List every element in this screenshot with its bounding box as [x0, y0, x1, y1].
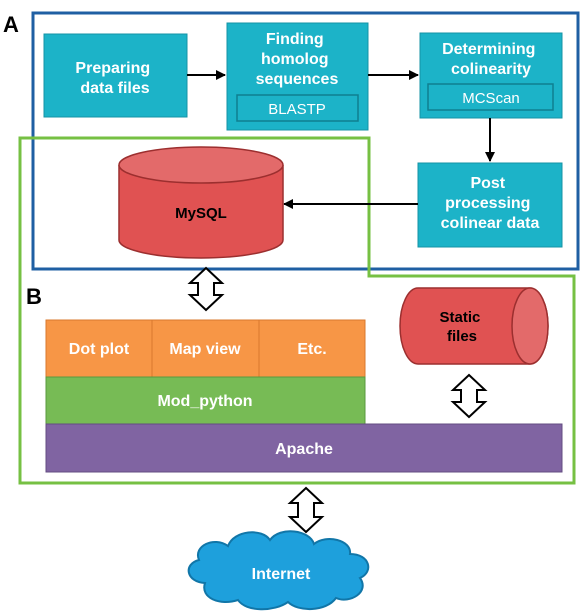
panel-b-border	[18, 136, 576, 485]
post-processing-box: Post processing colinear data	[417, 162, 563, 248]
mcscan-label: MCScan	[462, 90, 520, 107]
double-arrow-static-apache-icon	[450, 373, 488, 419]
apache-box: Apache	[45, 423, 563, 473]
dot-plot-box: Dot plot	[45, 319, 153, 378]
svg-text:Finding homolog se: Finding homolog sequences	[256, 31, 339, 88]
mcscan-box	[427, 83, 554, 111]
determining-line-1: Determining	[442, 41, 535, 58]
mysql-label: MySQL	[175, 205, 227, 222]
post-line-3: colinear data	[441, 215, 540, 232]
mod-python-box: Mod_python	[45, 376, 366, 425]
double-arrow-db-web-icon	[187, 266, 225, 312]
static-files-line-2: files	[447, 328, 477, 345]
svg-text:Preparing data files: Preparing data files	[75, 60, 154, 97]
double-arrow-web-internet-icon	[287, 486, 325, 534]
static-files-icon: Static files	[399, 287, 549, 365]
post-line-1: Post	[470, 175, 505, 192]
apache-label: Apache	[275, 441, 333, 458]
svg-text:Static files: Static files	[439, 309, 484, 345]
static-files-line-1: Static	[439, 309, 480, 326]
dot-plot-label: Dot plot	[69, 341, 130, 358]
map-view-box: Map view	[151, 319, 260, 378]
internet-cloud-icon: Internet	[187, 530, 370, 611]
finding-line-3: sequences	[256, 71, 339, 88]
mod-python-label: Mod_python	[157, 393, 252, 410]
internet-label: Internet	[252, 566, 311, 583]
svg-text:Post processing co: Post processing colinear data	[441, 175, 540, 232]
finding-line-1: Finding	[266, 31, 324, 48]
determining-colinearity-box: Determining colinearity MCScan	[419, 32, 563, 119]
panel-b-label: B	[26, 284, 42, 309]
preparing-line-2: data files	[80, 80, 149, 97]
panel-a-border	[31, 11, 580, 271]
blastp-box	[236, 94, 359, 122]
svg-text:Determining colinearity: Determining colinearity	[442, 41, 540, 78]
blastp-label: BLASTP	[268, 101, 326, 118]
map-view-label: Map view	[169, 341, 241, 358]
etc-box: Etc.	[258, 319, 366, 378]
finding-line-2: homolog	[261, 51, 329, 68]
preparing-data-files-box: Preparing data files	[43, 33, 188, 118]
panel-a-label: A	[3, 12, 19, 37]
post-line-2: processing	[445, 195, 530, 212]
mysql-database-icon: MySQL	[118, 146, 284, 259]
finding-homolog-box: Finding homolog sequences BLASTP	[226, 22, 369, 131]
determining-line-2: colinearity	[451, 61, 531, 78]
etc-label: Etc.	[297, 341, 326, 358]
preparing-line-1: Preparing	[75, 60, 150, 77]
